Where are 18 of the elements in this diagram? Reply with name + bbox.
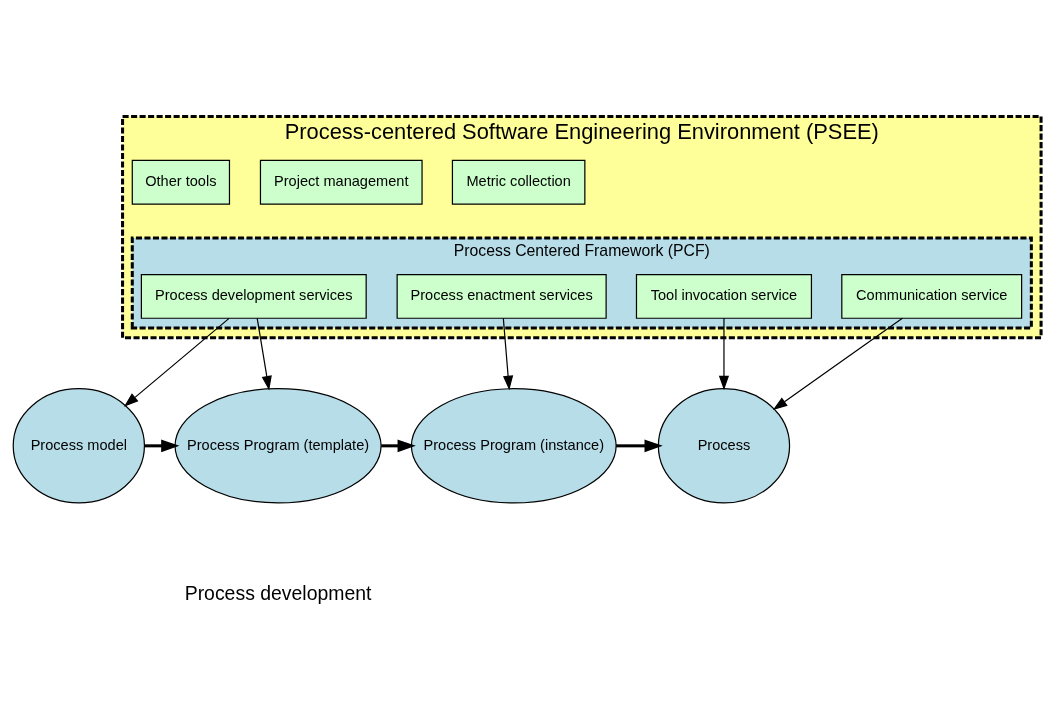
arrow	[616, 439, 663, 453]
node-ellipse: Process model	[12, 388, 146, 504]
node-box: Tool invocation service	[635, 273, 813, 319]
node-box: Project management	[259, 159, 423, 205]
arrow	[502, 317, 514, 391]
node-ellipse: Process Program (template)	[174, 388, 382, 504]
label: Process development	[184, 581, 372, 604]
node-box: Other tools	[131, 159, 231, 205]
arrow	[718, 317, 730, 391]
node-box: Communication service	[841, 273, 1023, 319]
node-box: Process enactment services	[396, 273, 607, 319]
node-ellipse: Process Program (instance)	[410, 388, 617, 504]
arrow	[772, 317, 903, 410]
arrow	[124, 317, 230, 407]
arrow	[381, 439, 416, 453]
node-box: Metric collection	[451, 159, 586, 205]
arrow	[256, 317, 272, 391]
node-box: Process development services	[140, 273, 367, 319]
